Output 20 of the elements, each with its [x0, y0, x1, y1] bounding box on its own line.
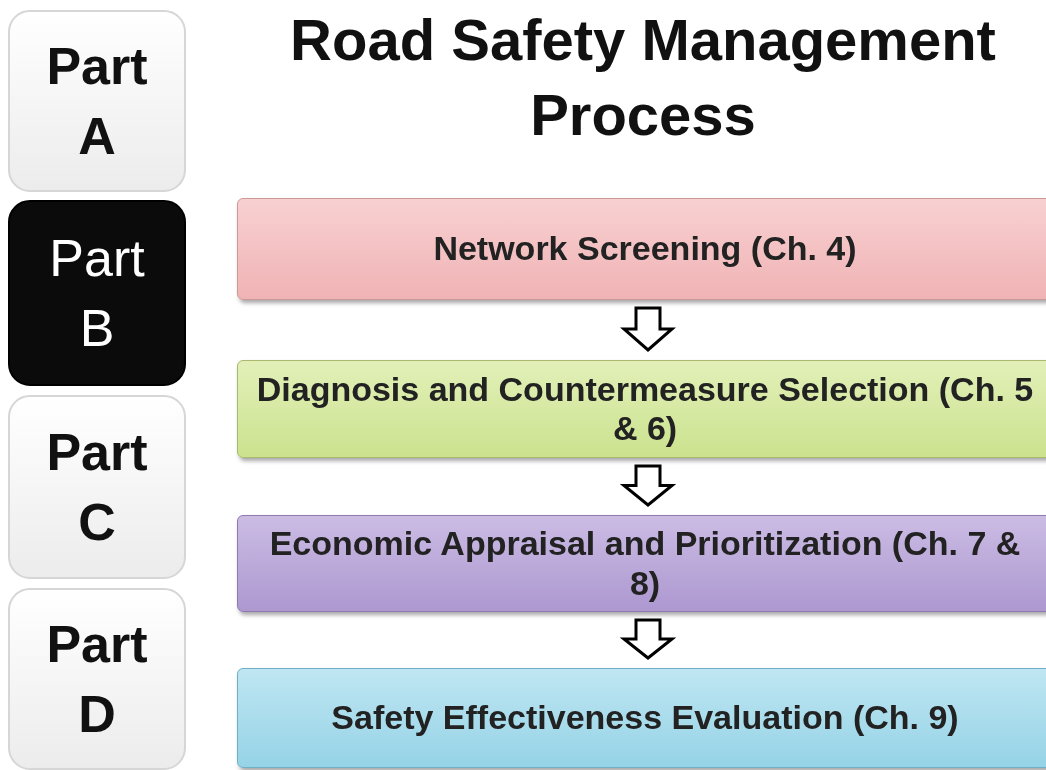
node-label: Network Screening (Ch. 4) [433, 229, 857, 269]
diagram-title: Road Safety Management Process [289, 6, 997, 150]
node-label: Safety Effectiveness Evaluation (Ch. 9) [331, 698, 959, 738]
part-tab [8, 395, 186, 579]
part-tab [8, 200, 186, 386]
node-label: Part C [45, 421, 149, 553]
process-box [237, 668, 1046, 768]
part-tab [8, 588, 186, 770]
node-label: Part D [45, 613, 149, 745]
node-label: Part B [48, 227, 146, 359]
block-arrow [619, 618, 677, 660]
node-label: Diagnosis and Countermeasure Selection (Ch. 5 & 6) [255, 369, 1035, 449]
process-box [237, 360, 1046, 458]
node-label: Economic Appraisal and Prioritization (Ch. 7 & 8) [268, 524, 1022, 603]
process-box [237, 198, 1046, 300]
node-label: Part A [45, 35, 149, 167]
block-arrow [619, 464, 677, 507]
block-arrow [620, 306, 676, 352]
process-box [237, 515, 1046, 612]
part-tab [8, 10, 186, 192]
